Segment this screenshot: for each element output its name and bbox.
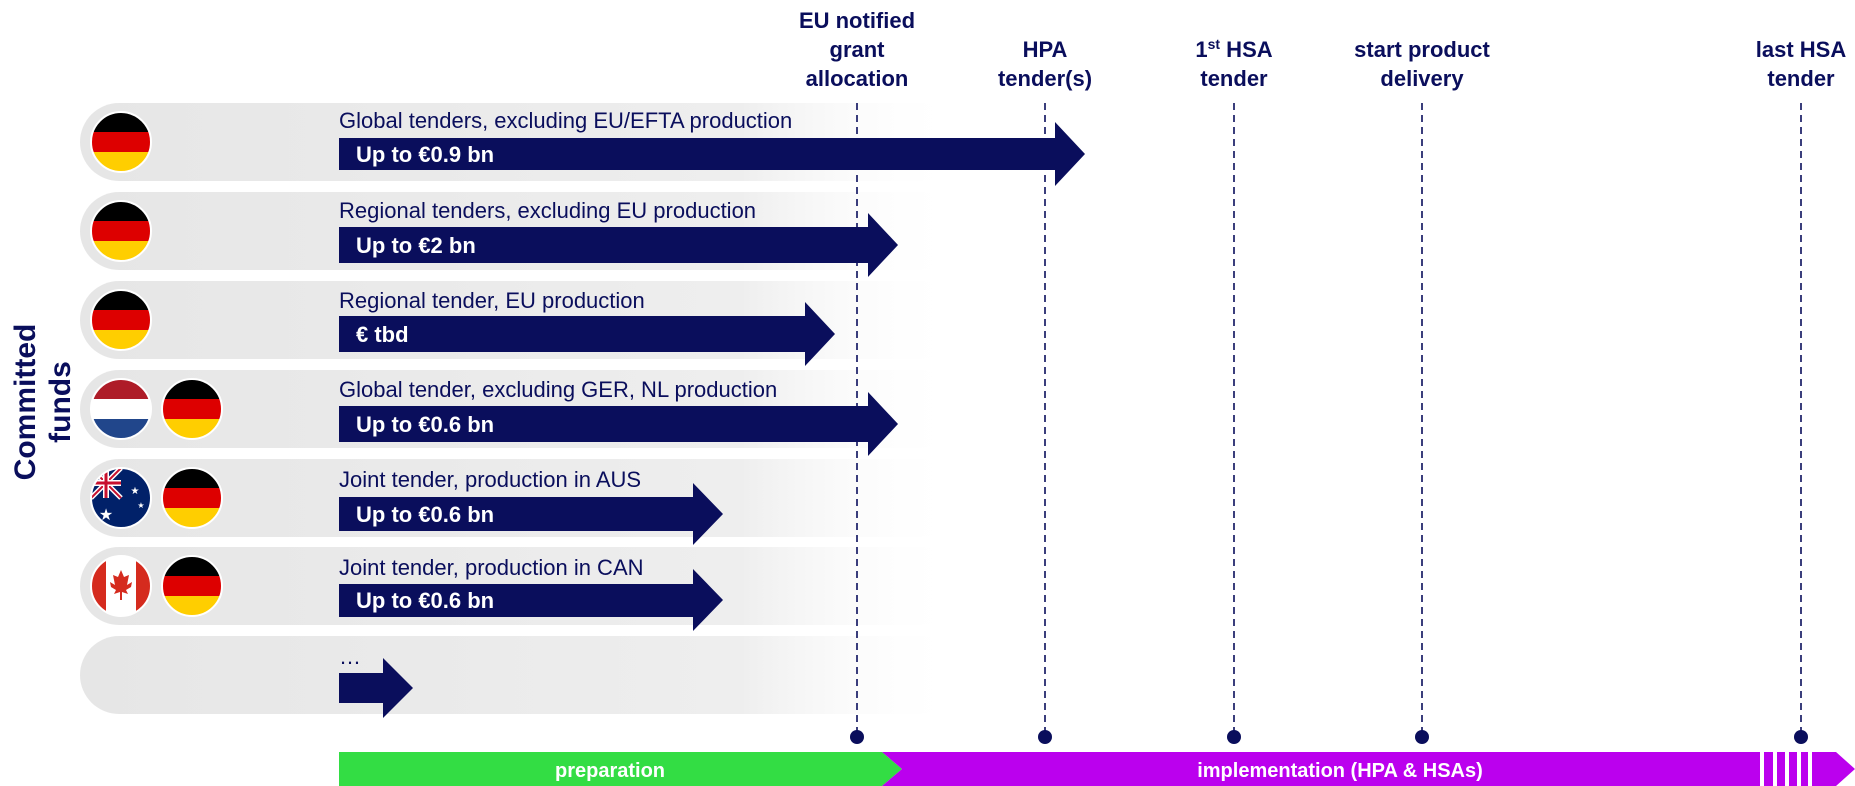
flags: ★ ★ ★ [90, 111, 223, 617]
milestone-lines [856, 103, 1802, 735]
tender-arrow-2 [339, 213, 898, 277]
phase-stripes [1760, 752, 1812, 786]
svg-text:★: ★ [99, 507, 113, 524]
milestone-label-hpa-2: tender(s) [998, 66, 1092, 91]
implementation-phase [882, 752, 1855, 786]
milestone-label-delivery-2: delivery [1380, 66, 1464, 91]
milestone-label-last-hsa-2: tender [1767, 66, 1835, 91]
tender-title: Joint tender, production in AUS [339, 467, 641, 492]
germany-flag-icon [90, 289, 152, 351]
preparation-label: preparation [555, 760, 665, 782]
milestone-label-first-hsa-1: 1st HSA [1195, 36, 1272, 62]
milestone-dot [1794, 730, 1808, 744]
tender-arrows [339, 122, 1085, 718]
amount-label: Up to €0.6 bn [356, 412, 494, 437]
amount-label: € tbd [356, 322, 409, 347]
tender-title: … [339, 644, 361, 669]
milestone-dot [1227, 730, 1241, 744]
netherlands-flag-icon [90, 378, 152, 440]
side-title-line-1: Committed [9, 324, 42, 481]
milestone-labels: EU notified grant allocation HPA tender(… [799, 8, 1846, 91]
amount-label: Up to €0.6 bn [356, 588, 494, 613]
australia-flag-icon: ★ ★ ★ [90, 467, 152, 529]
milestone-label-eu-3: allocation [806, 66, 909, 91]
tender-arrow-7 [339, 658, 413, 718]
milestone-label-eu-2: grant [830, 37, 886, 62]
tender-arrow-4 [339, 392, 898, 456]
svg-text:★: ★ [131, 486, 140, 497]
milestone-dot [850, 730, 864, 744]
amount-labels: Up to €0.9 bn Up to €2 bn € tbd Up to €0… [356, 142, 494, 613]
committed-funds-title: Committed funds [9, 324, 77, 481]
milestone-dot [1415, 730, 1429, 744]
milestone-label-eu-1: EU notified [799, 8, 915, 33]
milestone-label-hpa-1: HPA [1023, 37, 1068, 62]
side-title-line-2: funds [44, 361, 77, 443]
germany-flag-icon [90, 200, 152, 262]
amount-label: Up to €0.9 bn [356, 142, 494, 167]
germany-flag-icon [90, 111, 152, 173]
germany-flag-icon [161, 378, 223, 440]
tender-title: Regional tender, EU production [339, 288, 645, 313]
implementation-label: implementation (HPA & HSAs) [1197, 760, 1483, 782]
milestone-label-delivery-1: start product [1354, 37, 1490, 62]
germany-flag-icon [161, 467, 223, 529]
amount-label: Up to €0.6 bn [356, 502, 494, 527]
tender-arrow-6 [339, 569, 723, 631]
tender-arrow-3 [339, 302, 835, 366]
canada-flag-icon [90, 555, 152, 617]
row-background [80, 636, 960, 714]
milestone-label-first-hsa-2: tender [1200, 66, 1268, 91]
tender-title: Joint tender, production in CAN [339, 555, 644, 580]
milestone-label-last-hsa-1: last HSA [1756, 37, 1847, 62]
phase-bar: preparation implementation (HPA & HSAs) [339, 752, 1855, 786]
germany-flag-icon [161, 555, 223, 617]
milestone-dots [850, 730, 1808, 744]
tender-titles: Global tenders, excluding EU/EFTA produc… [339, 108, 792, 669]
tender-title: Global tenders, excluding EU/EFTA produc… [339, 108, 792, 133]
tender-title: Global tender, excluding GER, NL product… [339, 377, 777, 402]
tender-arrow-1 [339, 122, 1085, 186]
amount-label: Up to €2 bn [356, 233, 476, 258]
svg-text:★: ★ [137, 501, 144, 510]
tender-arrow-5 [339, 483, 723, 545]
tender-title: Regional tenders, excluding EU productio… [339, 198, 756, 223]
preparation-phase [339, 752, 902, 786]
milestone-dot [1038, 730, 1052, 744]
